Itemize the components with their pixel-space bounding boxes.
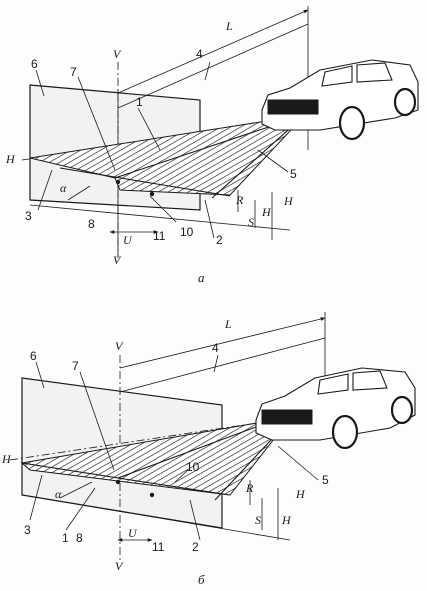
ground-line — [29, 204, 291, 231]
label-H-right: H — [283, 194, 294, 208]
label-5: 5 — [290, 167, 297, 181]
wheel-rear-icon — [390, 395, 414, 425]
caption-b: б — [198, 572, 205, 587]
car-b — [255, 367, 416, 450]
leader-7 — [79, 371, 115, 471]
label-H-right: H — [295, 487, 306, 501]
label-U: U — [128, 526, 138, 540]
diagram-a: 6 7 1 4 L V V H 3 α 8 U 11 10 2 R S H H … — [5, 6, 419, 285]
ground-line — [21, 494, 291, 541]
point-11 — [149, 191, 155, 197]
label-8: 8 — [88, 217, 95, 231]
label-H-dim: H — [261, 205, 272, 219]
label-S: S — [248, 215, 254, 229]
leader-1 — [137, 107, 161, 151]
point-8 — [115, 179, 121, 185]
label-3: 3 — [24, 523, 31, 537]
wheel-front-icon — [338, 105, 366, 141]
leader-4 — [204, 61, 211, 81]
label-10: 10 — [180, 225, 194, 239]
wheel-front-icon — [331, 414, 359, 450]
leader-6 — [35, 361, 45, 389]
label-7: 7 — [70, 65, 77, 79]
leader-10 — [149, 195, 177, 223]
label-H-left: H — [5, 152, 16, 166]
label-6: 6 — [30, 349, 37, 363]
label-H-dim: H — [281, 513, 292, 527]
leader-4 — [213, 354, 219, 373]
label-11: 11 — [152, 540, 165, 554]
beam-floor-edge — [59, 167, 231, 197]
car-a — [261, 59, 419, 141]
label-1: 1 — [136, 95, 143, 109]
label-6: 6 — [31, 57, 38, 71]
distance-line-L — [119, 317, 326, 369]
leader-2 — [204, 199, 215, 239]
leader-6 — [35, 69, 45, 97]
label-L: L — [224, 317, 232, 331]
grille-icon — [267, 99, 319, 115]
label-H-left: H — [1, 452, 12, 466]
label-S: S — [255, 513, 261, 527]
label-3: 3 — [25, 209, 32, 223]
label-5: 5 — [322, 473, 329, 487]
label-11: 11 — [153, 229, 166, 243]
distance-line-4 — [119, 337, 326, 393]
label-V-bottom: V — [115, 559, 124, 573]
label-7: 7 — [72, 359, 79, 373]
alpha-arc — [59, 481, 93, 499]
alpha-arc — [67, 185, 91, 201]
distance-line-L — [117, 9, 309, 94]
label-V-top: V — [113, 47, 122, 61]
leader-2 — [189, 499, 201, 541]
label-L: L — [225, 19, 233, 33]
caption-a: а — [198, 270, 205, 285]
label-R: R — [235, 193, 244, 207]
leader-3 — [37, 169, 53, 211]
label-U: U — [123, 233, 133, 247]
leader-5 — [257, 149, 289, 173]
leader-1 — [65, 487, 96, 531]
label-2: 2 — [192, 540, 199, 554]
label-1: 1 — [62, 531, 69, 545]
grille-icon — [261, 409, 313, 425]
leader-3 — [29, 474, 43, 521]
light-beam-lower — [114, 114, 306, 196]
leader-7 — [77, 76, 116, 171]
label-alpha: α — [60, 181, 67, 195]
leader-10 — [174, 469, 189, 483]
label-4: 4 — [196, 47, 203, 61]
label-2: 2 — [216, 233, 223, 247]
wheel-rear-icon — [393, 87, 417, 117]
distance-line-4 — [117, 23, 309, 109]
label-V-bottom: V — [113, 253, 122, 267]
label-R: R — [245, 481, 254, 495]
label-8: 8 — [76, 531, 83, 545]
point-11 — [149, 492, 155, 498]
label-4: 4 — [212, 341, 219, 355]
diagram-b: 6 7 4 L V V H 3 α 1 8 U 11 10 2 R S H H … — [1, 312, 416, 587]
label-10: 10 — [186, 460, 200, 474]
label-V-top: V — [115, 339, 124, 353]
point-8 — [115, 479, 121, 485]
leader-5 — [277, 445, 319, 481]
label-alpha: α — [55, 487, 62, 501]
